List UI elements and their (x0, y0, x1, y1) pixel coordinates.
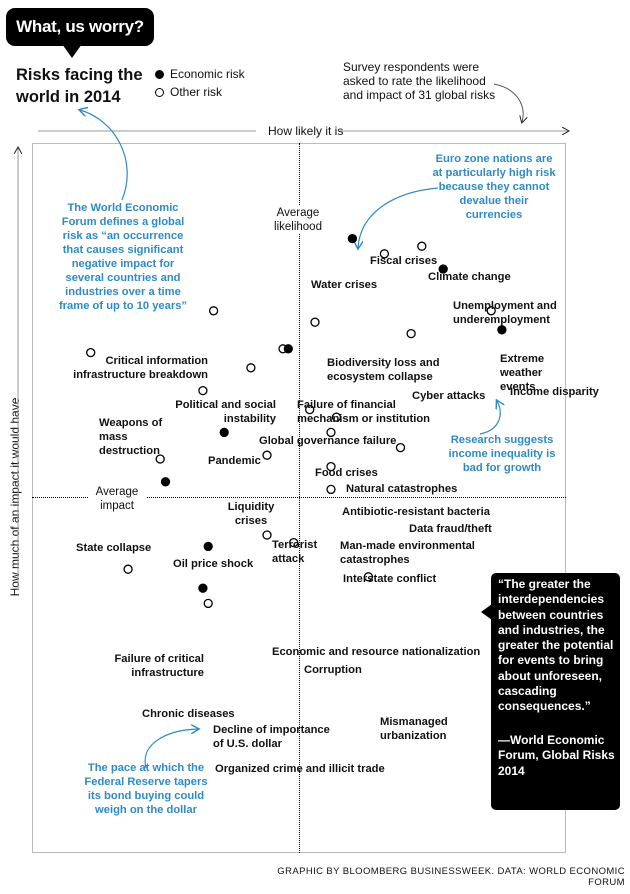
risk-point-19 (155, 454, 165, 464)
fed-arrow (144, 729, 198, 769)
risk-point-5 (310, 317, 320, 327)
label-antibiotic: Antibiotic-resistant bacteria (342, 506, 490, 518)
risk-point-13 (198, 385, 208, 396)
income-inequality-note: Research suggests income inequality is b… (448, 434, 556, 474)
label-wmd: Weapons of mass destruction (99, 417, 163, 457)
legend-economic: Economic risk (155, 67, 245, 81)
title-bubble-tail (62, 44, 82, 58)
legend-other-label: Other risk (170, 85, 223, 99)
legend-economic-label: Economic risk (170, 67, 245, 81)
label-financial-failure: Failure of financial mechanism or instit… (297, 399, 431, 425)
label-fiscal-crises: Fiscal crises (370, 255, 438, 267)
label-unemployment: Unemployment and underemployment (453, 300, 557, 326)
label-organized-crime: Organized crime and illicit trade (215, 763, 385, 775)
risk-point-20 (262, 450, 272, 460)
risk-point-17 (326, 427, 336, 438)
label-us-dollar: Decline of importance of U.S. dollar (213, 724, 330, 750)
label-economic-nationalization: Economic and resource nationalization (272, 646, 481, 658)
risk-point-7 (406, 328, 416, 339)
label-cyber-attacks: Cyber attacks (412, 390, 486, 402)
euro-zone-note: Euro zone nations are at particularly hi… (432, 153, 556, 221)
quote-text: “The greater the interdependencies betwe… (498, 577, 614, 714)
risk-point-25 (289, 537, 299, 548)
label-biodiversity: Biodiversity loss and ecosystem collapse (327, 357, 440, 383)
income-arrow (479, 401, 500, 435)
federal-reserve-note: The pace at which the Federal Reserve ta… (84, 762, 208, 816)
label-critical-info-infrastructure: Critical information infrastructure brea… (73, 355, 208, 381)
bubble-title: What, us worry? (16, 17, 144, 36)
quote-box-tail (481, 604, 492, 620)
data-points (86, 233, 507, 609)
risk-point-10 (283, 344, 293, 354)
label-oil-price-shock: Oil price shock (173, 558, 254, 570)
label-liquidity-crises: Liquidity crises (227, 501, 275, 527)
risk-point-28 (198, 583, 208, 593)
label-mismanaged-urbanization: Mismanaged urbanization (380, 716, 448, 742)
title-bubble (6, 8, 154, 46)
label-state-collapse: State collapse (76, 542, 152, 554)
risk-point-11 (86, 347, 96, 358)
risk-point-0 (347, 233, 358, 244)
open-dot-icon (155, 88, 164, 97)
risk-point-22 (160, 477, 171, 487)
risk-point-18 (395, 442, 406, 453)
average-impact-label: Average impact (88, 485, 146, 513)
survey-note: Survey respondents were asked to rate th… (343, 60, 496, 102)
risk-point-26 (203, 541, 213, 552)
average-likelihood-line (299, 143, 300, 853)
risk-point-4 (208, 306, 219, 316)
risk-point-6 (486, 306, 496, 316)
label-manmade-environmental: Man-made environmental catastrophes (340, 540, 475, 566)
label-extreme-weather: Extreme weather events (500, 353, 545, 393)
filled-dot-icon (155, 70, 164, 79)
label-chronic-diseases: Chronic diseases (142, 708, 235, 720)
label-climate-change: Climate change (428, 271, 511, 283)
risk-point-14 (305, 404, 315, 415)
risk-point-23 (326, 484, 336, 495)
legend-other: Other risk (155, 85, 222, 99)
label-food-crises: Food crises (315, 467, 378, 479)
quote-attribution: —World Economic Forum, Global Risks 2014 (498, 733, 615, 778)
label-data-fraud: Data fraud/theft (409, 523, 492, 535)
quote-box (491, 573, 620, 810)
risk-point-2 (379, 249, 390, 259)
average-likelihood-label: Average likelihood (263, 206, 333, 234)
label-global-governance: Global governance failure (259, 435, 397, 447)
risk-point-29 (363, 572, 374, 582)
survey-arrow (493, 83, 523, 122)
label-pandemic: Pandemic (208, 455, 261, 467)
wef-definition-note: The World Economic Forum defines a globa… (58, 202, 188, 312)
average-impact-line (32, 497, 566, 498)
label-natural-catastrophes: Natural catastrophes (346, 483, 458, 495)
label-political-social: Political and social instability (175, 399, 276, 425)
risk-point-30 (203, 598, 213, 609)
risk-point-16 (219, 427, 229, 438)
risk-point-3 (438, 264, 448, 274)
source-credit: GRAPHIC BY BLOOMBERG BUSINESSWEEK. DATA:… (277, 866, 625, 888)
risk-point-15 (331, 412, 342, 422)
risk-point-12 (246, 363, 256, 373)
label-income-disparity: Income disparity (510, 386, 599, 398)
risk-point-21 (326, 461, 336, 472)
chart-title: Risks facing the world in 2014 (16, 66, 143, 106)
label-corruption: Corruption (304, 664, 362, 676)
risk-point-1 (417, 241, 427, 251)
label-terrorist-attack: Terrorist attack (272, 539, 318, 565)
euro-zone-arrow (358, 187, 439, 248)
label-interstate-conflict: Interstate conflict (343, 573, 437, 585)
x-axis-label: How likely it is (262, 124, 350, 138)
label-water-crises: Water crises (311, 279, 378, 291)
label-critical-infrastructure: Failure of critical infrastructure (114, 653, 204, 679)
risk-point-27 (123, 564, 133, 574)
risk-point-8 (497, 325, 507, 335)
wef-arrow (80, 110, 128, 201)
risk-point-24 (262, 530, 272, 540)
